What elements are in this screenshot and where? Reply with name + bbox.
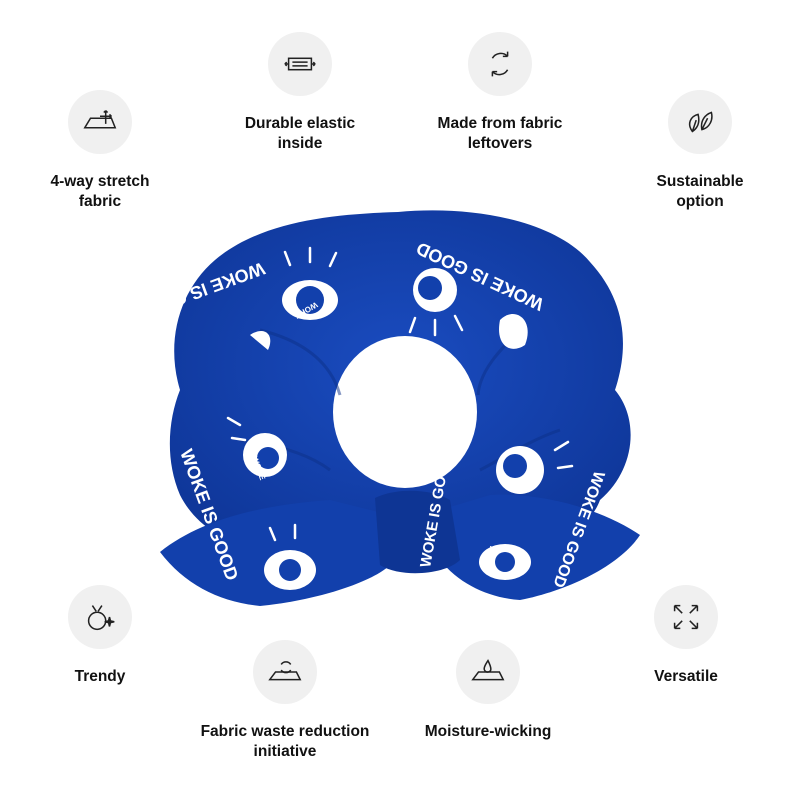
waste-reduction-icon xyxy=(253,640,317,704)
feature-label: Versatile xyxy=(654,668,718,685)
svg-text:WOKE: WOKE xyxy=(490,545,516,554)
expand-arrows-icon xyxy=(654,585,718,649)
feature-sustainable: Sustainable option xyxy=(600,90,800,212)
elastic-band-icon xyxy=(268,32,332,96)
scrunchie-knot xyxy=(375,490,460,574)
feature-label: Durable elastic inside xyxy=(244,115,356,152)
feature-fabric-leftovers: Made from fabric leftovers xyxy=(400,32,600,154)
feature-label: Sustainable option xyxy=(656,173,744,210)
feature-label: Trendy xyxy=(74,668,126,685)
feature-label: Made from fabric leftovers xyxy=(437,115,563,152)
feature-label: Fabric waste reduction initiative xyxy=(200,723,370,760)
feature-waste-reduction: Fabric waste reduction initiative xyxy=(185,640,385,762)
scrunchie-hole xyxy=(333,336,477,488)
feature-trendy: Trendy xyxy=(0,585,200,687)
recycle-arrows-icon xyxy=(468,32,532,96)
leaves-icon xyxy=(668,90,732,154)
feature-versatile: Versatile xyxy=(586,585,786,687)
feature-label: Moisture-wicking xyxy=(424,723,552,740)
eye-graphic xyxy=(243,268,544,590)
feature-label: 4-way stretch fabric xyxy=(50,173,150,210)
water-drop-icon xyxy=(456,640,520,704)
feature-moisture-wicking: Moisture-wicking xyxy=(388,640,588,742)
feature-4-way-stretch: 4-way stretch fabric xyxy=(0,90,200,212)
feature-durable-elastic: Durable elastic inside xyxy=(200,32,400,154)
trendy-sparkle-icon xyxy=(68,585,132,649)
stretch-fabric-icon xyxy=(68,90,132,154)
